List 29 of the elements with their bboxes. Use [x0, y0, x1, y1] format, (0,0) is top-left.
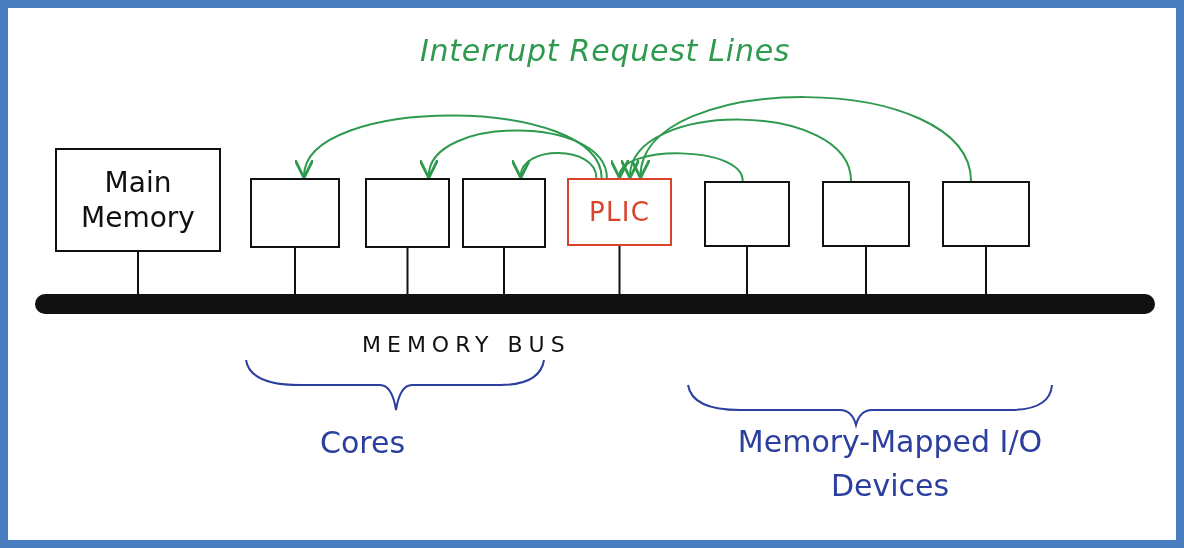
- annotation-label: Interrupt Request Lines: [420, 32, 792, 70]
- component-box: [462, 178, 546, 248]
- bus-connector: [865, 246, 867, 295]
- node-label: PLIC: [588, 195, 651, 229]
- annotation-label: Cores: [320, 424, 407, 462]
- node-label: Main Memory: [80, 165, 196, 235]
- bus-connector: [137, 251, 139, 295]
- interrupt-arrow: [298, 114, 603, 180]
- interrupt-arrow: [634, 96, 973, 182]
- bus-connector: [503, 247, 505, 295]
- memory-box: [55, 148, 221, 252]
- memory-bus-bar: [35, 294, 1155, 314]
- interrupt-arrow: [623, 118, 853, 182]
- component-box: [942, 181, 1030, 247]
- bus-connector: [406, 247, 409, 295]
- component-box: [365, 178, 450, 248]
- interrupt-arrow: [513, 152, 598, 180]
- bus-connector: [985, 246, 987, 295]
- bus-connector: [294, 247, 296, 295]
- interrupt-arrow: [614, 152, 744, 182]
- plic-box: [567, 178, 672, 246]
- component-box: [822, 181, 910, 247]
- bus-connector: [618, 245, 621, 295]
- interrupt-arrow: [422, 129, 608, 180]
- component-box: [704, 181, 790, 247]
- annotation-label: Memory-Mapped I/O Devices: [736, 423, 1044, 505]
- bus-connector: [746, 246, 748, 295]
- component-box: [250, 178, 340, 248]
- bus-label: MEMORY BUS: [362, 331, 571, 359]
